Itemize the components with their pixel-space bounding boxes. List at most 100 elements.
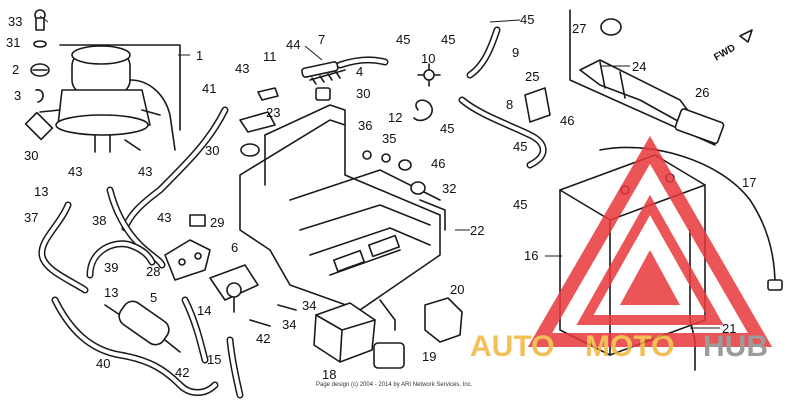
callout: 31 bbox=[6, 35, 20, 50]
callout: 25 bbox=[525, 69, 539, 84]
leader-lines bbox=[39, 15, 720, 329]
hose-40 bbox=[51, 296, 219, 396]
hose-top bbox=[336, 56, 389, 69]
callout: 14 bbox=[197, 303, 211, 318]
callout: 22 bbox=[470, 223, 484, 238]
callout: 20 bbox=[450, 282, 464, 297]
callout: 46 bbox=[431, 156, 445, 171]
watermark-logo-icon bbox=[527, 136, 773, 347]
callout-labels: 33 31 2 3 30 1 43 43 13 37 38 39 43 29 2… bbox=[6, 12, 756, 382]
callout: 39 bbox=[104, 260, 118, 275]
grommet-30-top bbox=[315, 87, 331, 101]
callout: 10 bbox=[421, 51, 435, 66]
fwd-label: FWD bbox=[712, 43, 737, 64]
bracket-25 bbox=[524, 87, 551, 123]
fuel-pump-assembly bbox=[39, 44, 181, 153]
callout: 13 bbox=[104, 285, 118, 300]
callout: 33 bbox=[8, 14, 22, 29]
callout: 35 bbox=[382, 131, 396, 146]
callout: 27 bbox=[572, 21, 586, 36]
clip-29 bbox=[189, 214, 206, 227]
callout: 46 bbox=[560, 113, 574, 128]
callout: 15 bbox=[207, 352, 221, 367]
grommet-30-mid bbox=[240, 143, 260, 157]
pump-small-parts bbox=[24, 9, 54, 141]
relay-20 bbox=[424, 297, 463, 343]
fuel-cock bbox=[209, 264, 259, 313]
callout: 30 bbox=[205, 143, 219, 158]
hose-8 bbox=[458, 96, 547, 169]
callout: 16 bbox=[524, 248, 538, 263]
callout: 2 bbox=[12, 62, 19, 77]
callout: 9 bbox=[512, 45, 519, 60]
callout: 45 bbox=[440, 121, 454, 136]
callout: 45 bbox=[520, 12, 534, 27]
callout: 34 bbox=[282, 317, 296, 332]
callout: 1 bbox=[196, 48, 203, 63]
callout: 36 bbox=[358, 118, 372, 133]
hose-39 bbox=[86, 240, 156, 279]
callout: 42 bbox=[256, 331, 270, 346]
hose-41 bbox=[121, 106, 229, 232]
arrow-icon bbox=[739, 29, 753, 43]
callout: 38 bbox=[92, 213, 106, 228]
callout: 21 bbox=[722, 321, 736, 336]
bracket-23 bbox=[239, 111, 276, 133]
callout: 45 bbox=[441, 32, 455, 47]
cable-17 bbox=[599, 146, 783, 291]
callout: 8 bbox=[506, 97, 513, 112]
hose-14-15 bbox=[181, 296, 244, 399]
callout: 42 bbox=[175, 365, 189, 380]
callout: 13 bbox=[34, 184, 48, 199]
callout: 12 bbox=[388, 110, 402, 125]
callout: 30 bbox=[356, 86, 370, 101]
callout: 26 bbox=[695, 85, 709, 100]
battery-tray-frame bbox=[239, 104, 446, 331]
callout: 45 bbox=[513, 139, 527, 154]
callout: 43 bbox=[157, 210, 171, 225]
relay-19 bbox=[373, 342, 405, 369]
callout: 44 bbox=[286, 37, 300, 52]
callout: 45 bbox=[396, 32, 410, 47]
callout: 4 bbox=[356, 64, 363, 79]
hose-37 bbox=[38, 201, 89, 294]
fuel-filter bbox=[104, 300, 181, 353]
callout: 11 bbox=[263, 49, 277, 64]
callout: 45 bbox=[513, 197, 527, 212]
callout: 40 bbox=[96, 356, 110, 371]
washer-36-35 bbox=[362, 150, 391, 163]
hose-38 bbox=[106, 186, 166, 269]
callout: 43 bbox=[68, 164, 82, 179]
callout: 43 bbox=[235, 61, 249, 76]
nipple-11 bbox=[257, 87, 279, 101]
callout: 37 bbox=[24, 210, 38, 225]
callout: 24 bbox=[632, 59, 646, 74]
callout: 32 bbox=[442, 181, 456, 196]
watermark-moto: MOTO bbox=[585, 330, 674, 363]
automotohub-watermark: AUTO MOTO HUB bbox=[470, 136, 773, 363]
callout: 41 bbox=[202, 81, 216, 96]
battery-holder bbox=[569, 9, 725, 146]
callout: 19 bbox=[422, 349, 436, 364]
bracket-28 bbox=[164, 239, 211, 281]
callout: 7 bbox=[318, 32, 325, 47]
clamp-12 bbox=[413, 99, 433, 122]
callout: 23 bbox=[266, 105, 280, 120]
callout: 29 bbox=[210, 215, 224, 230]
callout: 30 bbox=[24, 148, 38, 163]
callout: 43 bbox=[138, 164, 152, 179]
callout: 18 bbox=[322, 367, 336, 382]
watermark-auto: AUTO bbox=[470, 330, 554, 363]
joint-10 bbox=[417, 63, 441, 87]
callout: 28 bbox=[146, 264, 160, 279]
relay-18 bbox=[313, 302, 376, 363]
watermark-hub: HUB bbox=[703, 330, 768, 363]
callout: 6 bbox=[231, 240, 238, 255]
callout: 3 bbox=[14, 88, 21, 103]
copyright-text: Page design (c) 2004 - 2014 by ARI Netwo… bbox=[316, 382, 473, 388]
callout: 34 bbox=[302, 298, 316, 313]
grommet-46-32 bbox=[398, 159, 426, 195]
callout: 5 bbox=[150, 290, 157, 305]
hose-9 bbox=[466, 26, 501, 79]
